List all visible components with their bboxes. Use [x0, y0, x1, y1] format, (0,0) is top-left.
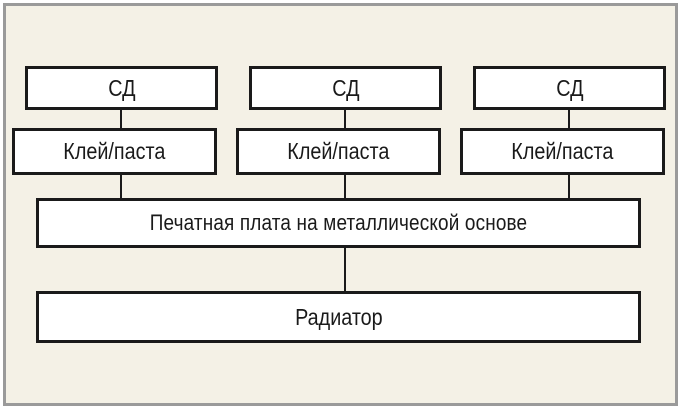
- led-label-2: СД: [331, 74, 360, 101]
- adhesive-box-3: Клей/паста: [460, 128, 665, 175]
- radiator-label: Радиатор: [294, 303, 383, 330]
- led-box-1: СД: [25, 66, 218, 110]
- adhesive-box-1: Клей/паста: [12, 128, 217, 175]
- led-label-1: СД: [107, 74, 136, 101]
- connector-board-radiator: [344, 248, 346, 292]
- led-box-3: СД: [473, 66, 666, 110]
- connector-led-adhesive-2: [344, 110, 346, 129]
- connector-adhesive-board-1: [120, 175, 122, 199]
- adhesive-box-2: Клей/паста: [236, 128, 441, 175]
- led-label-3: СД: [555, 74, 584, 101]
- adhesive-label-3: Клей/паста: [511, 138, 614, 164]
- pcb-label: Печатная плата на металлической основе: [149, 210, 528, 235]
- connector-adhesive-board-2: [344, 175, 346, 199]
- led-box-2: СД: [249, 66, 442, 110]
- connector-led-adhesive-3: [568, 110, 570, 129]
- pcb-box: Печатная плата на металлической основе: [36, 198, 641, 248]
- connector-led-adhesive-1: [120, 110, 122, 129]
- adhesive-label-2: Клей/паста: [287, 138, 390, 164]
- radiator-box: Радиатор: [36, 291, 641, 343]
- connector-adhesive-board-3: [568, 175, 570, 199]
- adhesive-label-1: Клей/паста: [63, 138, 166, 164]
